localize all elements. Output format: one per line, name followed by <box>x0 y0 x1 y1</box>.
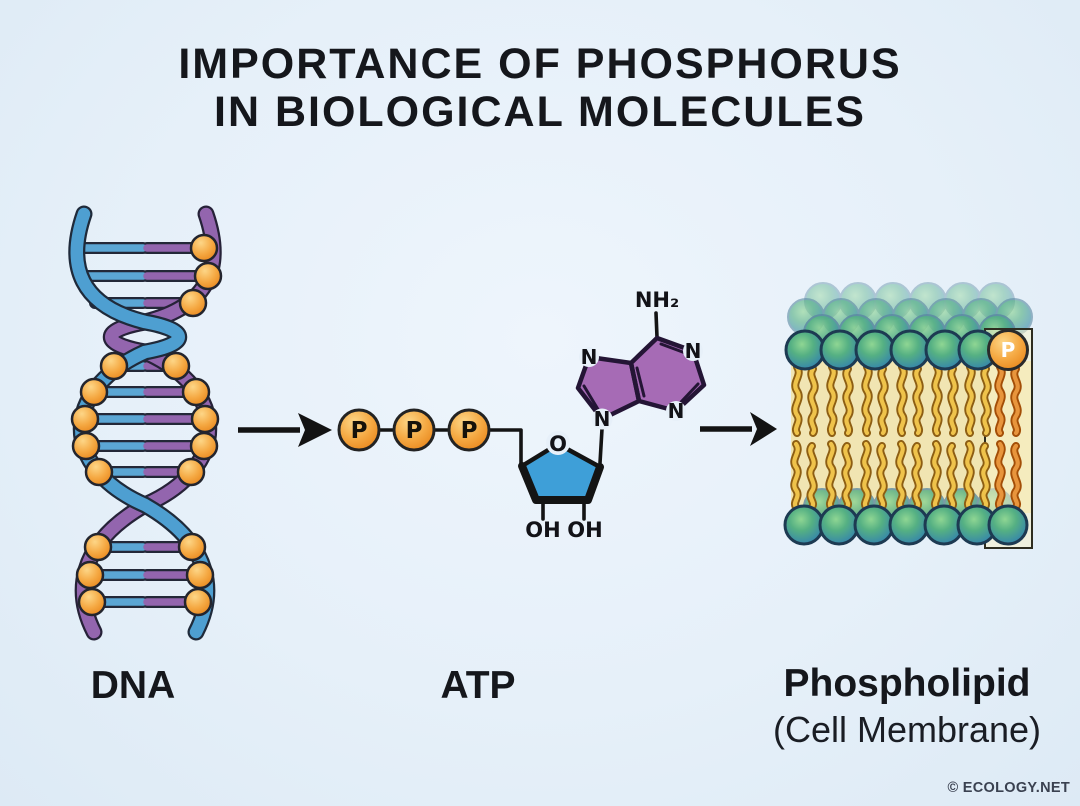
dna-caption: DNA <box>90 664 176 707</box>
membrane-head-rows <box>783 329 1029 546</box>
membrane-phosphate-head <box>987 329 1029 371</box>
ribose-oxygen-label: O <box>549 432 567 456</box>
adenine-double-bonds <box>582 342 700 413</box>
title-line-1: IMPORTANCE OF PHOSPHORUS <box>178 40 902 88</box>
dna-phosphate-spheres <box>70 233 223 617</box>
phosphate-2-label: P <box>406 418 423 444</box>
arrow-right-icon <box>238 413 332 447</box>
credit-watermark: © ECOLOGY.NET <box>947 780 1070 796</box>
atp-adenine: N N N N NH₂ <box>575 288 707 431</box>
phosphate-1-label: P <box>351 418 368 444</box>
atp-phosphate-circles <box>337 408 491 452</box>
atp-caption: ATP <box>440 664 516 707</box>
phospholipid-illustration: P <box>783 282 1033 549</box>
hydroxyl-1-label: OH <box>525 518 560 542</box>
phospholipid-caption-title: Phospholipid <box>783 662 1031 705</box>
page-title: IMPORTANCE OF PHOSPHORUS IN BIOLOGICAL M… <box>0 40 1080 136</box>
nitrogen-n3-label: N <box>668 399 685 423</box>
nitrogen-n1-label: N <box>685 339 702 363</box>
amine-group-label: NH₂ <box>635 288 679 312</box>
nitrogen-n7-label: N <box>581 345 598 369</box>
atp-ribose: O <box>518 431 604 504</box>
hydroxyl-2-label: OH <box>567 518 602 542</box>
membrane-phosphate-label: P <box>1001 338 1016 362</box>
title-line-2: IN BIOLOGICAL MOLECULES <box>214 88 866 137</box>
atp-illustration: P P P O OH OH N <box>337 288 707 542</box>
arrow-right-icon <box>700 412 777 446</box>
phospholipid-caption-subtitle: (Cell Membrane) <box>772 709 1042 750</box>
nitrogen-n9-label: N <box>594 407 611 431</box>
atp-bonds <box>377 311 659 521</box>
phospholipid-caption: Phospholipid (Cell Membrane) <box>773 662 1041 751</box>
dna-illustration <box>68 205 223 641</box>
phosphate-3-label: P <box>461 418 478 444</box>
